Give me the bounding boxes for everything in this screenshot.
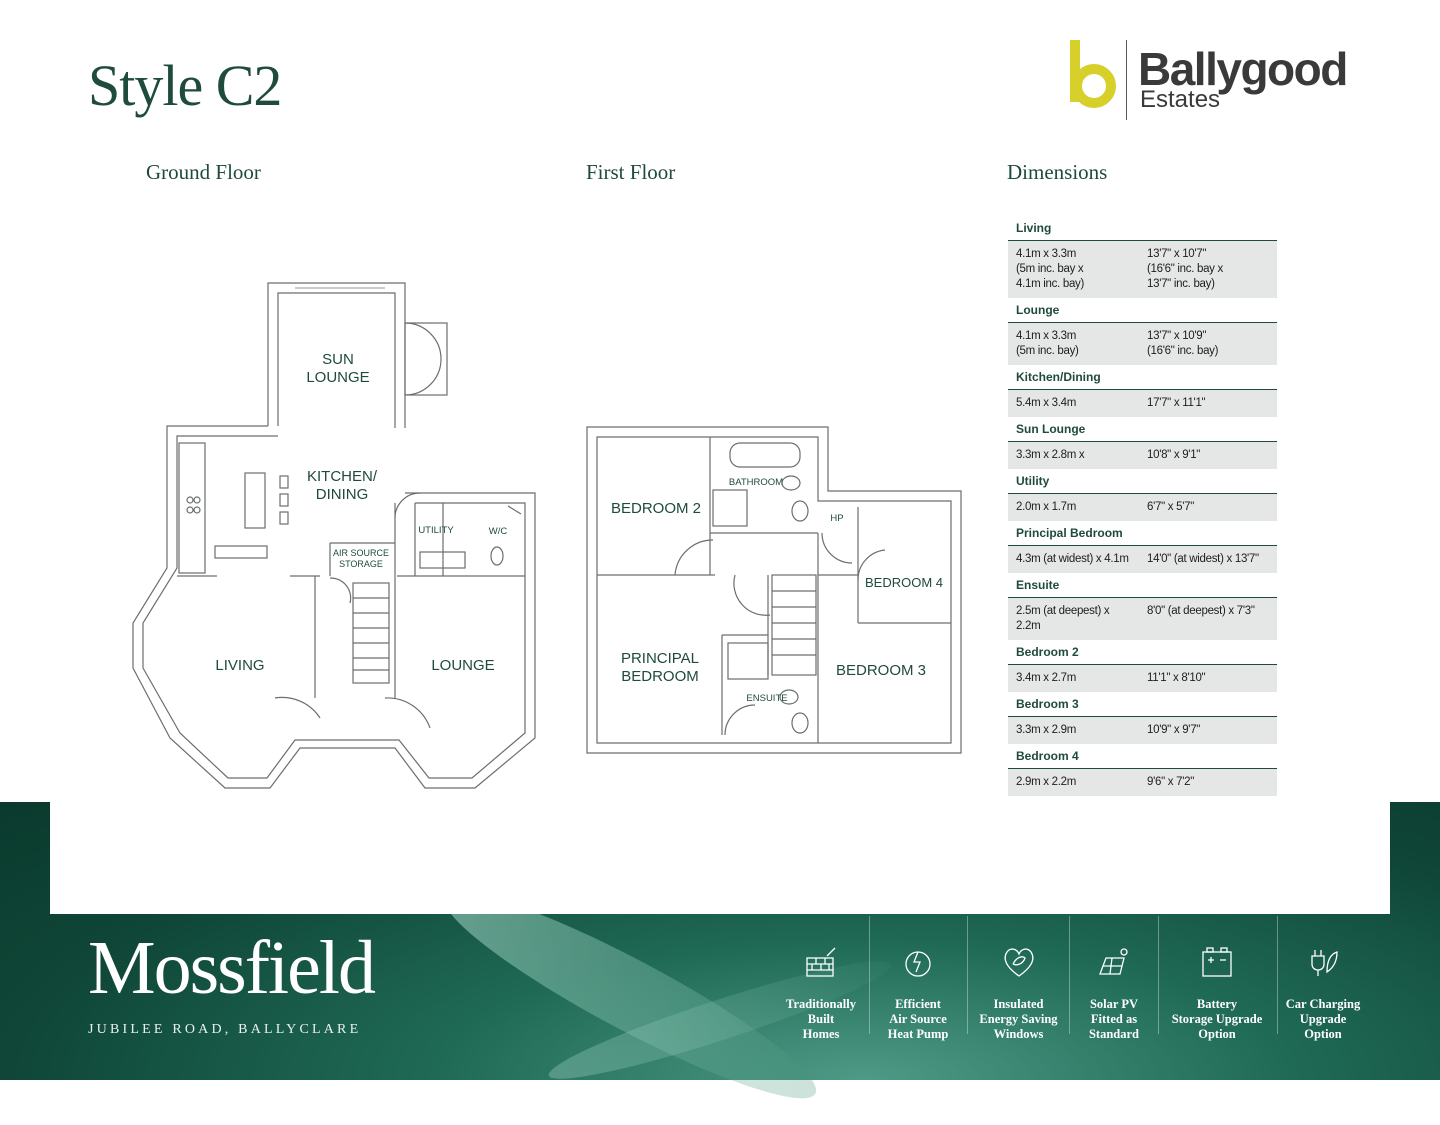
kitchen-label-2: DINING	[316, 486, 369, 503]
dimension-room-label: Bedroom 3	[1008, 692, 1277, 717]
content-panel	[50, 802, 1390, 914]
dimension-room-label: Principal Bedroom	[1008, 521, 1277, 546]
dimension-imperial: 10'8" x 9'1"	[1147, 449, 1201, 461]
ground-floor-heading: Ground Floor	[146, 160, 261, 184]
bedroom3-label: BEDROOM 3	[836, 662, 926, 679]
dimension-row: 2.5m (at deepest) x 2.2m 8'0" (at deepest…	[1008, 598, 1277, 640]
page-title: Style C2	[88, 53, 282, 118]
dimension-room-label: Kitchen/Dining	[1008, 365, 1277, 390]
dimension-metric: 4.1m x 3.3m (5m inc. bay)	[1016, 330, 1079, 357]
feature-air-source: Efficient Air Source Heat Pump	[872, 940, 964, 1041]
dimension-imperial: 10'9" x 9'7"	[1147, 724, 1201, 736]
logo-b-icon	[1070, 40, 1116, 108]
development-address: JUBILEE ROAD, BALLYCLARE	[88, 1022, 362, 1037]
dimension-room-label: Sun Lounge	[1008, 417, 1277, 442]
principal-label-1: PRINCIPAL	[621, 650, 699, 667]
feature-label: Insulated Energy Saving Windows	[979, 997, 1058, 1041]
first-floor-heading: First Floor	[586, 160, 676, 184]
battery-icon	[1202, 947, 1232, 977]
sun-lounge-label-2: LOUNGE	[306, 369, 369, 386]
feature-label: Solar PV Fitted as Standard	[1088, 997, 1140, 1041]
dimension-row: 2.0m x 1.7m 6'7" x 5'7"	[1008, 494, 1277, 521]
dimension-row: 4.3m (at widest) x 4.1m 14'0" (at widest)…	[1008, 546, 1277, 573]
air-source-icon	[905, 951, 931, 977]
dimension-metric: 5.4m x 3.4m	[1016, 397, 1076, 409]
dimension-metric: 4.3m (at widest) x 4.1m	[1016, 553, 1129, 565]
dimension-imperial: 11'1" x 8'10"	[1147, 672, 1206, 684]
dimension-imperial: 14'0" (at widest) x 13'7"	[1147, 553, 1259, 565]
feature-car-charging: Car Charging Upgrade Option	[1280, 940, 1366, 1041]
dimension-metric: 4.1m x 3.3m (5m inc. bay x 4.1m inc. bay…	[1016, 248, 1085, 290]
dimension-row: 5.4m x 3.4m 17'7" x 11'1"	[1008, 390, 1277, 417]
feature-divider	[1069, 916, 1070, 1034]
dimension-imperial: 6'7" x 5'7"	[1147, 501, 1194, 513]
feature-windows: Insulated Energy Saving Windows	[970, 940, 1067, 1041]
ensuite-label: ENSUITE	[746, 693, 787, 704]
sun-lounge-label-1: SUN	[322, 351, 354, 368]
ballygood-logo: Ballygood Estates	[1068, 38, 1368, 128]
logo-divider	[1126, 40, 1127, 120]
feature-label: Efficient Air Source Heat Pump	[887, 997, 949, 1041]
utility-label: UTILITY	[418, 525, 454, 536]
dimension-imperial: 9'6" x 7'2"	[1147, 776, 1194, 788]
bedroom4-label: BEDROOM 4	[865, 575, 943, 590]
dimension-metric: 3.3m x 2.9m	[1016, 724, 1076, 736]
dimension-imperial: 17'7" x 11'1"	[1147, 397, 1206, 409]
dimension-room-label: Lounge	[1008, 298, 1277, 323]
dimension-imperial: 13'7" x 10'9" (16'6" inc. bay)	[1147, 330, 1219, 357]
dimension-metric: 2.9m x 2.2m	[1016, 776, 1076, 788]
air-source-label-2: STORAGE	[339, 559, 383, 569]
dimension-metric: 3.4m x 2.7m	[1016, 672, 1076, 684]
kitchen-label-1: KITCHEN/	[307, 468, 378, 485]
dimension-room-label: Bedroom 2	[1008, 640, 1277, 665]
air-source-label-1: AIR SOURCE	[333, 548, 389, 558]
logo-brand: Ballygood	[1138, 43, 1348, 95]
living-label: LIVING	[215, 657, 264, 674]
dimension-room-label: Living	[1008, 216, 1277, 241]
feature-divider	[967, 916, 968, 1034]
development-name: Mossfield	[88, 926, 376, 1010]
dimension-imperial: 8'0" (at deepest) x 7'3"	[1147, 605, 1255, 617]
feature-divider	[1158, 916, 1159, 1034]
feature-label: Battery Storage Upgrade Option	[1171, 997, 1263, 1041]
dimension-metric: 3.3m x 2.8m x	[1016, 449, 1085, 461]
feature-solar: Solar PV Fitted as Standard	[1072, 940, 1156, 1041]
lounge-label: LOUNGE	[431, 657, 494, 674]
dimensions-heading: Dimensions	[1007, 160, 1108, 184]
dimension-imperial: 13'7" x 10'7" (16'6" inc. bay x 13'7" in…	[1147, 248, 1223, 290]
heart-leaf-icon	[1004, 948, 1033, 977]
solar-panel-icon	[1099, 948, 1128, 975]
dimension-row: 3.3m x 2.8m x 10'8" x 9'1"	[1008, 442, 1277, 469]
dimensions-table: Living 4.1m x 3.3m (5m inc. bay x 4.1m in…	[1008, 216, 1277, 848]
brick-wall-icon	[806, 947, 836, 977]
feature-battery: Battery Storage Upgrade Option	[1160, 940, 1274, 1041]
dimension-row: 3.3m x 2.9m 10'9" x 9'7"	[1008, 717, 1277, 744]
ev-plug-icon	[1311, 950, 1338, 976]
bathroom-label: BATHROOM	[729, 477, 783, 488]
ground-floor-plan: SUN LOUNGE KITCHEN/ DINING UTILITY W/C A…	[132, 282, 536, 789]
wc-label: W/C	[489, 526, 508, 537]
hp-label: HP	[830, 513, 843, 524]
feature-traditional: Traditionally Built Homes	[776, 940, 866, 1041]
feature-divider	[869, 916, 870, 1034]
dimension-row: 3.4m x 2.7m 11'1" x 8'10"	[1008, 665, 1277, 692]
principal-label-2: BEDROOM	[621, 668, 699, 685]
dimension-metric: 2.5m (at deepest) x 2.2m	[1016, 605, 1110, 632]
dimension-row: 2.9m x 2.2m 9'6" x 7'2"	[1008, 769, 1277, 796]
dimension-row: 4.1m x 3.3m (5m inc. bay) 13'7" x 10'9" (…	[1008, 323, 1277, 365]
feature-label: Traditionally Built Homes	[786, 997, 856, 1041]
logo-sub: Estates	[1140, 86, 1221, 113]
bedroom2-label: BEDROOM 2	[611, 500, 701, 517]
dimension-room-label: Bedroom 4	[1008, 744, 1277, 769]
dimension-room-label: Ensuite	[1008, 573, 1277, 598]
feature-label: Car Charging Upgrade Option	[1285, 997, 1361, 1041]
first-floor-plan: BATHROOM BEDROOM 2 HP BEDROOM 4 PRINCIPA…	[586, 426, 962, 754]
dimension-room-label: Utility	[1008, 469, 1277, 494]
feature-divider	[1277, 916, 1278, 1034]
dimension-metric: 2.0m x 1.7m	[1016, 501, 1076, 513]
dimension-row: 4.1m x 3.3m (5m inc. bay x 4.1m inc. bay…	[1008, 241, 1277, 298]
